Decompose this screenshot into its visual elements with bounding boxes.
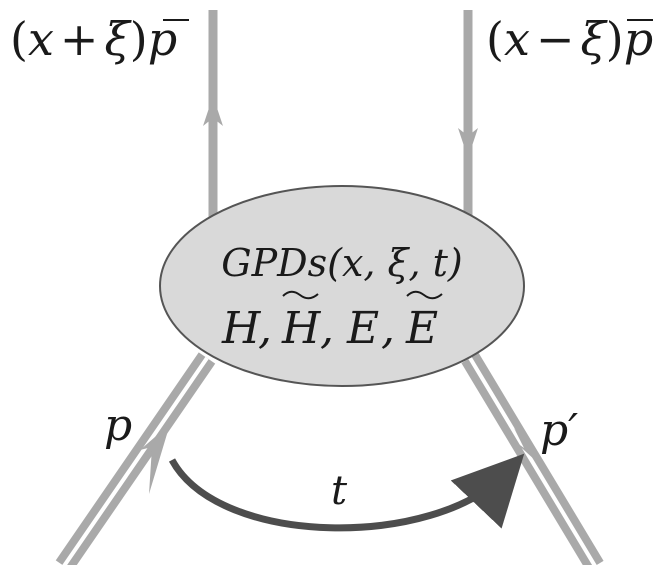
momentum-transfer-arc [168,453,525,532]
label-incoming-momentum: (x−ξ)p [486,12,653,66]
proton-out-arrow-icon [513,428,548,472]
gpd-label: GPDs(x, ξ, t) [221,241,463,285]
tilde-e-icon [406,290,443,300]
label-outgoing-momentum: (x+ξ)p [10,12,177,66]
label-p-in: p [104,400,132,451]
proton-line-incoming [55,352,216,565]
arrow-up-icon [203,96,223,126]
label-t: t [331,468,348,514]
proton-in-arrow-icon [140,424,170,494]
arrow-down-icon [458,128,478,158]
proton-line-outgoing [461,352,604,565]
tilde-h-icon [282,290,319,300]
gpd-functions: H , H , E , E [221,303,438,354]
label-p-out: p′ [540,405,578,456]
gpd-blob [159,185,525,387]
